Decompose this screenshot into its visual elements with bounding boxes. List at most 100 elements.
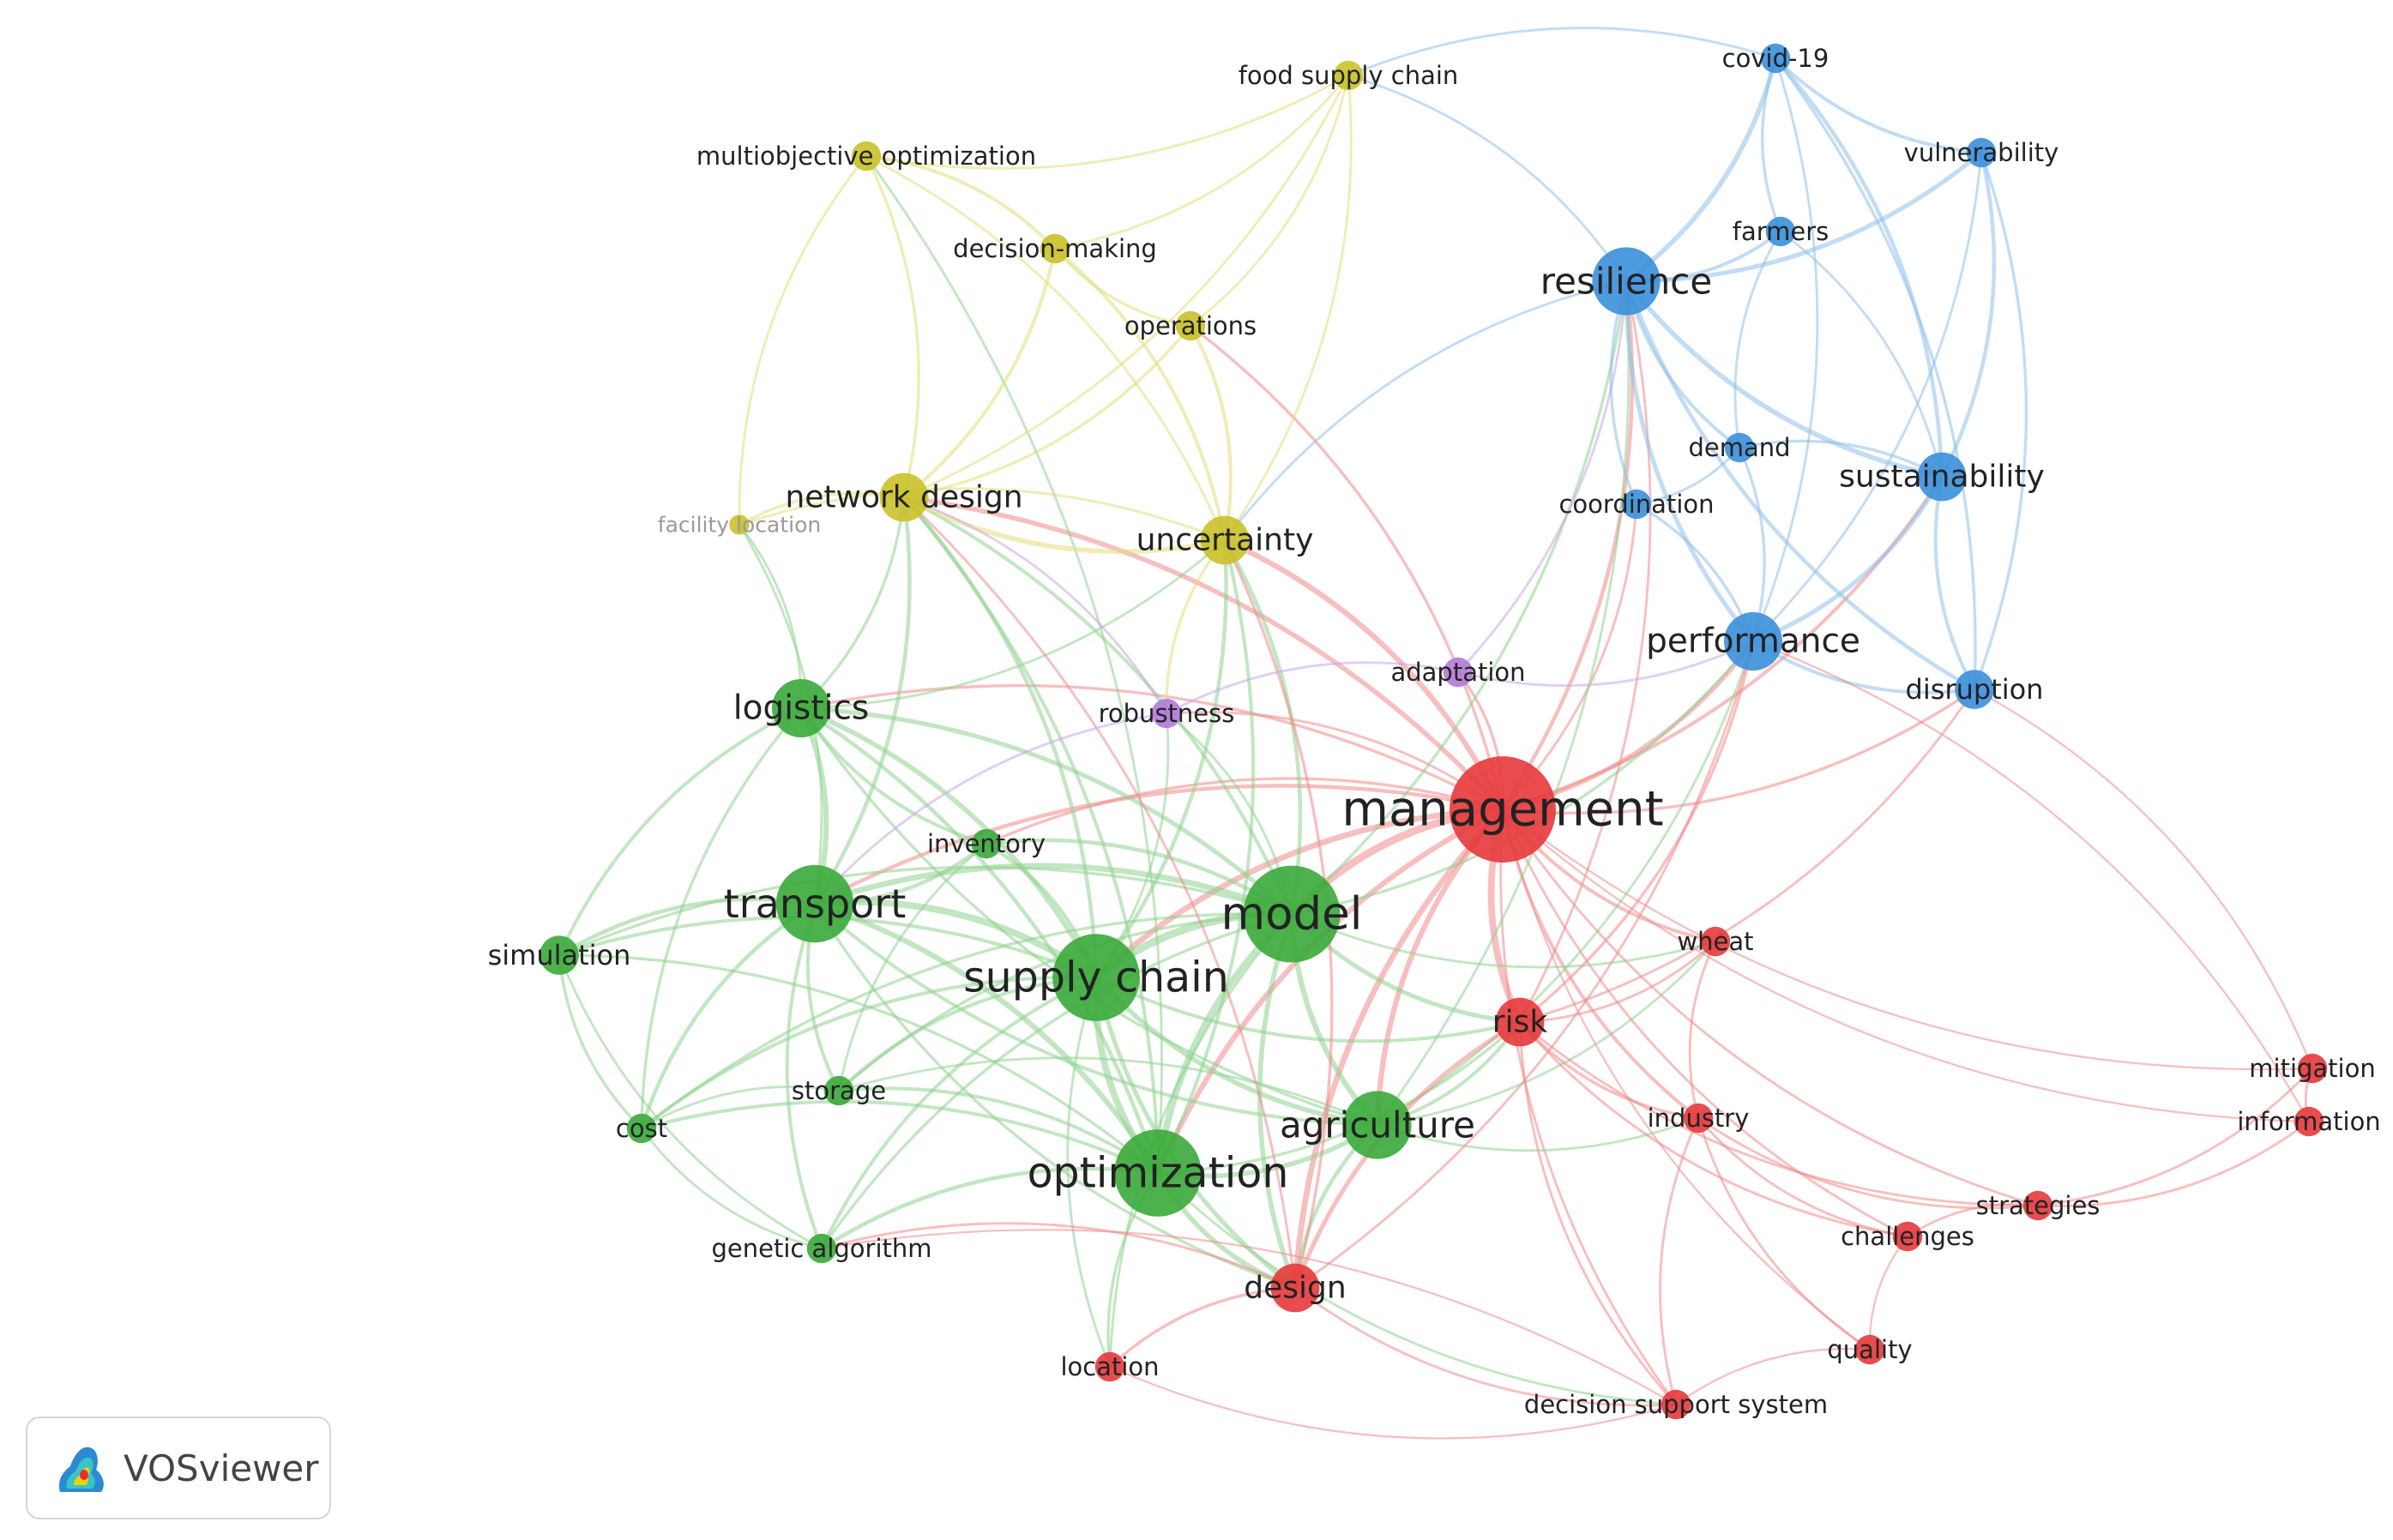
node-label-strategies[interactable]: strategies [1976, 1191, 2101, 1220]
link-management-network_design [903, 495, 1505, 811]
node-label-decision-support[interactable]: decision support system [1524, 1390, 1828, 1419]
node-label-challenges[interactable]: challenges [1841, 1222, 1974, 1251]
node-decision-support[interactable] [1661, 1389, 1691, 1420]
link-storage-cost [641, 1086, 840, 1130]
node-vulnerability[interactable] [1966, 137, 1997, 168]
node-agriculture[interactable] [1343, 1091, 1412, 1159]
node-label-quality[interactable]: quality [1827, 1335, 1912, 1364]
node-simulation[interactable] [539, 935, 579, 975]
link-network_design-uncertainty [902, 495, 1226, 555]
node-model[interactable] [1243, 865, 1341, 963]
node-cost[interactable] [626, 1113, 657, 1144]
node-farmers[interactable] [1765, 216, 1796, 247]
link-risk-resilience [1518, 280, 1652, 1023]
node-uncertainty[interactable] [1200, 515, 1250, 565]
node-label-information[interactable]: information [2237, 1107, 2380, 1136]
node-label-cost[interactable]: cost [616, 1114, 667, 1143]
link-supply_chain-risk [1095, 976, 1521, 1044]
link-management-supply_chain [1094, 806, 1504, 980]
node-label-demand[interactable]: demand [1688, 433, 1790, 462]
node-label-network-design[interactable]: network design [785, 480, 1022, 515]
link-design-genetic_algorithm [821, 1222, 1296, 1290]
node-storage[interactable] [823, 1075, 854, 1106]
node-label-resilience[interactable]: resilience [1540, 261, 1712, 303]
node-supply-chain[interactable] [1052, 934, 1140, 1021]
node-label-design[interactable]: design [1244, 1271, 1346, 1306]
node-label-management[interactable]: management [1341, 782, 1663, 838]
node-sustainability[interactable] [1917, 452, 1967, 502]
node-label-mitigation[interactable]: mitigation [2249, 1054, 2375, 1083]
node-coordination[interactable] [1621, 489, 1652, 520]
node-label-supply-chain[interactable]: supply chain [963, 953, 1229, 1002]
node-inventory[interactable] [971, 828, 1002, 859]
node-label-model[interactable]: model [1221, 888, 1362, 941]
node-covid19[interactable] [1760, 43, 1791, 74]
node-label-transport[interactable]: transport [724, 881, 907, 927]
node-adaptation[interactable] [1443, 657, 1474, 688]
link-model-transport [813, 863, 1293, 917]
node-label-agriculture[interactable]: agriculture [1280, 1104, 1475, 1146]
node-label-genetic-algorithm[interactable]: genetic algorithm [711, 1234, 931, 1263]
link-adaptation-robustness [1166, 661, 1459, 715]
node-label-uncertainty[interactable]: uncertainty [1136, 523, 1314, 558]
link-supply_chain-uncertainty [1094, 539, 1228, 979]
node-demand[interactable] [1724, 432, 1755, 463]
node-label-industry[interactable]: industry [1648, 1104, 1750, 1133]
link-transport-genetic_algorithm [785, 903, 823, 1249]
node-food-supply-chain[interactable] [1333, 60, 1364, 91]
node-challenges[interactable] [1892, 1221, 1923, 1252]
node-quality[interactable] [1854, 1334, 1885, 1365]
link-design-location [1108, 1286, 1296, 1369]
node-strategies[interactable] [2022, 1190, 2053, 1221]
node-label-multiobjective[interactable]: multiobjective optimization [696, 141, 1036, 171]
link-management-logistics [800, 683, 1504, 811]
node-label-coordination[interactable]: coordination [1558, 490, 1714, 519]
node-label-robustness[interactable]: robustness [1099, 699, 1235, 728]
node-multiobjective[interactable] [851, 141, 882, 171]
node-label-logistics[interactable]: logistics [733, 689, 870, 728]
node-mitigation[interactable] [2297, 1053, 2328, 1084]
node-logistics[interactable] [772, 679, 830, 737]
node-optimization[interactable] [1114, 1129, 1202, 1217]
node-information[interactable] [2294, 1106, 2324, 1137]
node-label-risk[interactable]: risk [1492, 1005, 1548, 1040]
node-genetic-algorithm[interactable] [806, 1233, 837, 1264]
node-risk[interactable] [1495, 997, 1545, 1047]
link-industry-decision_support [1659, 1117, 1700, 1405]
node-management[interactable] [1450, 756, 1556, 863]
node-decision-making[interactable] [1040, 233, 1070, 264]
node-label-vulnerability[interactable]: vulnerability [1904, 138, 2059, 167]
node-label-sustainability[interactable]: sustainability [1839, 460, 2045, 495]
node-label-farmers[interactable]: farmers [1733, 217, 1829, 246]
node-label-facility-location[interactable]: facility location [658, 513, 821, 538]
node-facility-location[interactable] [729, 514, 750, 535]
node-label-storage[interactable]: storage [792, 1076, 886, 1105]
node-design[interactable] [1270, 1263, 1320, 1313]
node-label-disruption[interactable]: disruption [1906, 673, 2044, 706]
node-location[interactable] [1094, 1351, 1125, 1382]
node-resilience[interactable] [1592, 247, 1661, 316]
node-label-adaptation[interactable]: adaptation [1390, 658, 1525, 687]
node-label-food-supply-chain[interactable]: food supply chain [1239, 61, 1459, 90]
node-network-design[interactable] [879, 472, 929, 522]
node-label-wheat[interactable]: wheat [1677, 927, 1753, 956]
link-resilience-disruption [1624, 280, 1976, 691]
node-performance[interactable] [1724, 612, 1782, 671]
node-robustness[interactable] [1151, 698, 1182, 729]
link-cost-genetic_algorithm [640, 1128, 823, 1250]
node-operations[interactable] [1175, 310, 1206, 341]
node-industry[interactable] [1683, 1103, 1714, 1134]
node-label-inventory[interactable]: inventory [927, 829, 1046, 858]
node-disruption[interactable] [1955, 670, 1994, 709]
node-label-optimization[interactable]: optimization [1028, 1149, 1289, 1198]
link-sustainability-covid19 [1774, 57, 1944, 478]
node-label-performance[interactable]: performance [1646, 623, 1860, 661]
node-label-covid19[interactable]: covid-19 [1722, 44, 1829, 73]
node-label-simulation[interactable]: simulation [488, 939, 631, 972]
node-label-decision-making[interactable]: decision-making [953, 234, 1157, 263]
node-label-location[interactable]: location [1060, 1352, 1159, 1381]
node-label-operations[interactable]: operations [1124, 311, 1257, 340]
node-transport[interactable] [775, 864, 854, 943]
node-wheat[interactable] [1700, 926, 1731, 957]
